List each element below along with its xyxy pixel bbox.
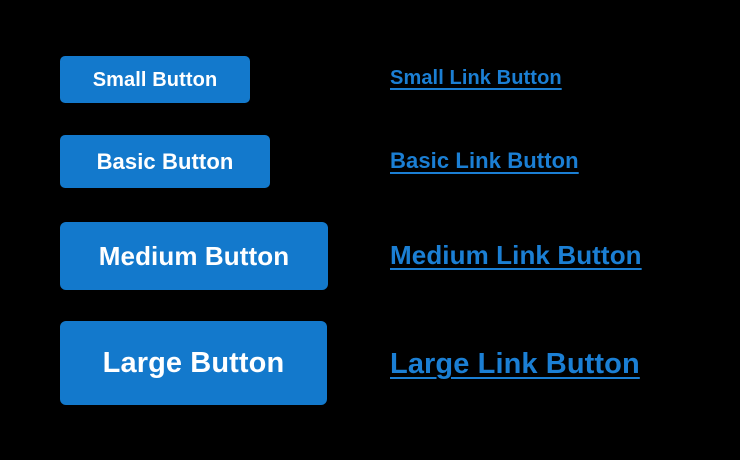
small-link-button[interactable]: Small Link Button xyxy=(390,67,562,89)
large-link-button[interactable]: Large Link Button xyxy=(390,348,640,380)
medium-button[interactable]: Medium Button xyxy=(60,222,328,290)
medium-link-button[interactable]: Medium Link Button xyxy=(390,240,642,270)
small-button[interactable]: Small Button xyxy=(60,56,250,103)
basic-button[interactable]: Basic Button xyxy=(60,135,270,188)
large-button[interactable]: Large Button xyxy=(60,321,327,405)
basic-link-button[interactable]: Basic Link Button xyxy=(390,148,579,173)
